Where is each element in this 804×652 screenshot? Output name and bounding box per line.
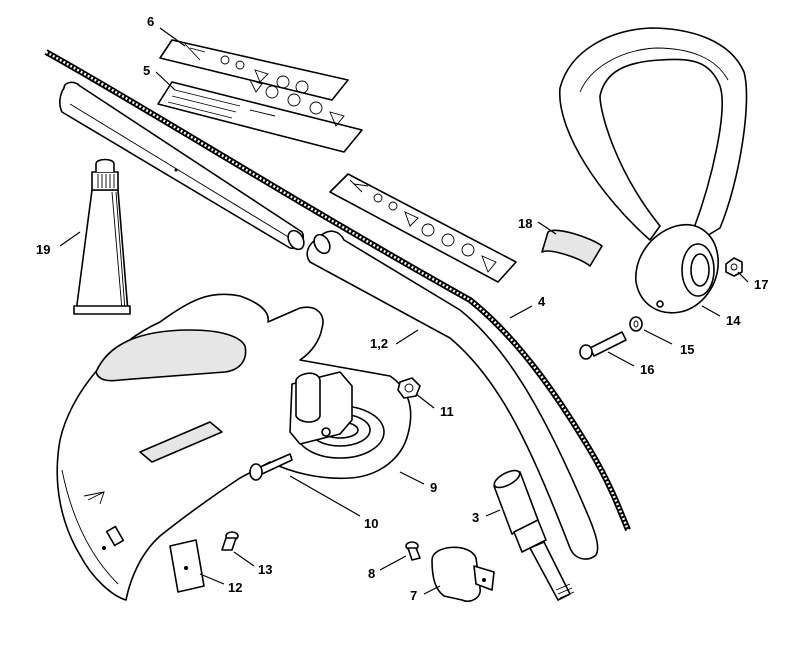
callout-12: 12	[228, 580, 242, 595]
callout-5: 5	[143, 63, 150, 78]
drive-tube-upper	[59, 81, 305, 251]
decal-lower	[329, 173, 517, 283]
callout-14: 14	[726, 313, 741, 328]
leader-lines	[59, 27, 749, 595]
decal-upper	[159, 39, 349, 101]
gear-shaft-3	[493, 469, 575, 601]
callout-7: 7	[410, 588, 417, 603]
rubber-sleeve-18	[541, 229, 603, 267]
callout-18: 18	[518, 216, 532, 231]
callout-16: 16	[640, 362, 654, 377]
callout-4: 4	[538, 294, 546, 309]
callout-10: 10	[364, 516, 378, 531]
decal-middle	[157, 79, 363, 153]
screw-8	[405, 541, 421, 561]
callout-1-2: 1,2	[370, 336, 388, 351]
screw-13	[221, 531, 239, 551]
callout-6: 6	[147, 14, 154, 29]
nut-17	[725, 257, 743, 277]
drive-shaft	[44, 49, 631, 532]
callout-13: 13	[258, 562, 272, 577]
callout-8: 8	[368, 566, 375, 581]
plate-12	[169, 539, 205, 593]
callout-labels: 6 5 19 18 17 14 15 16 1,2 4 11 9 10 3 8 …	[36, 14, 768, 603]
callout-19: 19	[36, 242, 50, 257]
grease-tube	[73, 158, 131, 315]
washer-15	[629, 316, 643, 332]
nut-11	[397, 377, 421, 399]
line-guard	[56, 293, 412, 601]
screw-16	[579, 331, 627, 360]
loop-handle-14	[559, 27, 748, 314]
callout-9: 9	[430, 480, 437, 495]
callout-15: 15	[680, 342, 694, 357]
callout-17: 17	[754, 277, 768, 292]
callout-3: 3	[472, 510, 479, 525]
callout-11: 11	[440, 404, 454, 419]
screw-10	[249, 453, 293, 481]
clamp-7	[431, 546, 495, 603]
drive-tube-lower	[306, 230, 599, 560]
